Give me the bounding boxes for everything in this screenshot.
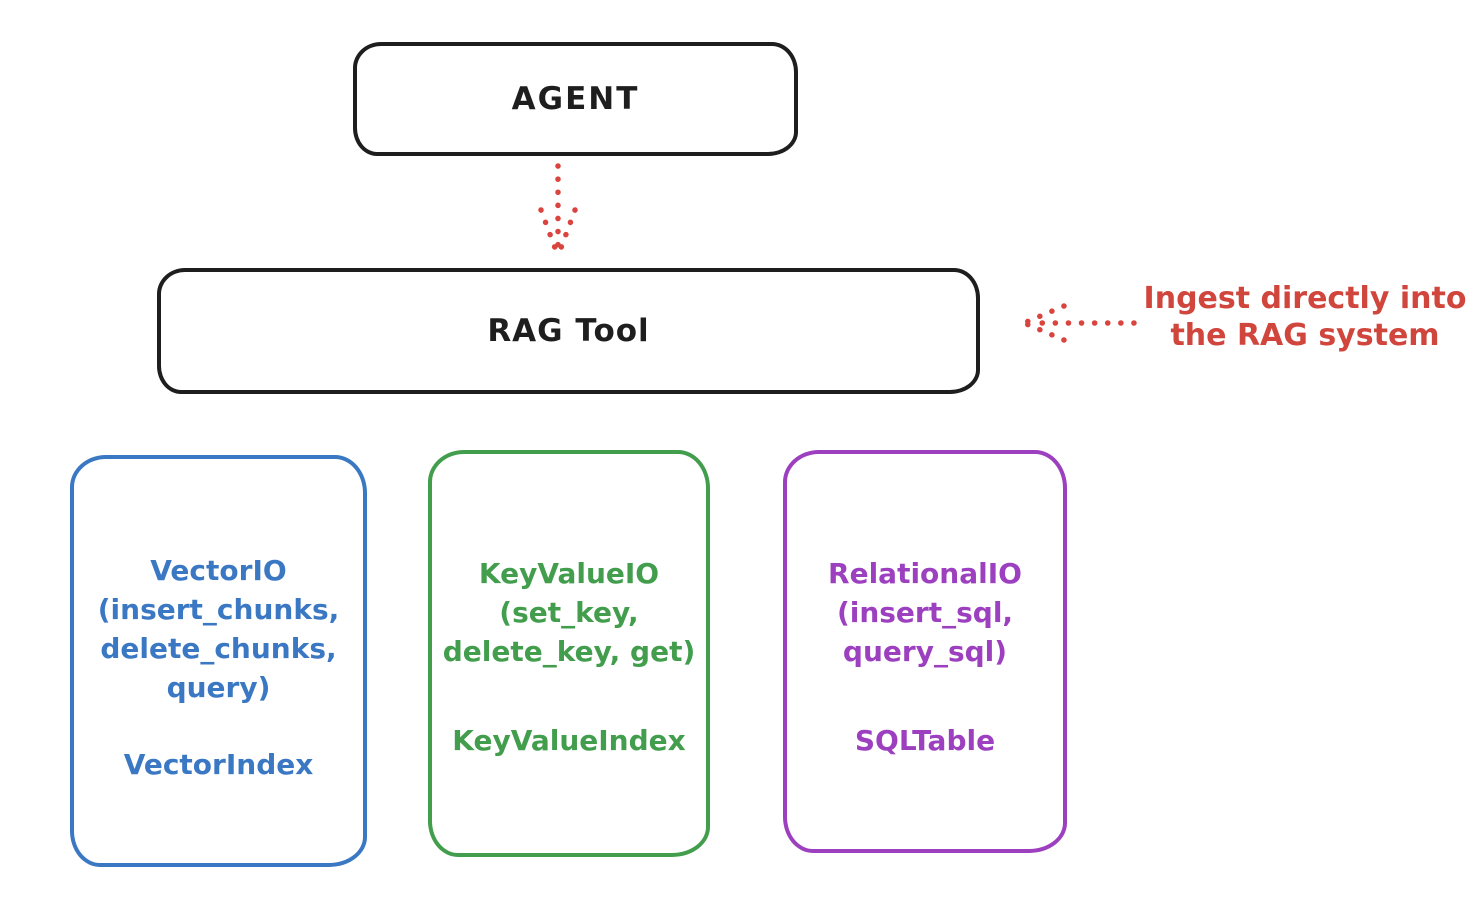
relational-io-card: RelationalIO (insert_sql, query_sql) SQL… [783, 450, 1067, 853]
annotation-to-rag-arrow-icon [1021, 303, 1137, 343]
rag-tool-label: RAG Tool [487, 313, 650, 349]
agent-to-rag-arrow-icon [538, 163, 578, 259]
key-value-index-label: KeyValueIndex [452, 724, 686, 757]
rag-tool-box: RAG Tool [157, 268, 980, 394]
vector-index-label: VectorIndex [123, 748, 314, 781]
sql-table-label: SQLTable [854, 724, 996, 757]
key-value-io-card: KeyValueIO (set_key, delete_key, get) Ke… [428, 450, 710, 857]
ingest-annotation: Ingest directly into the RAG system [1143, 281, 1467, 353]
vector-io-title: VectorIO (insert_chunks, delete_chunks, … [97, 554, 340, 704]
vector-io-card: VectorIO (insert_chunks, delete_chunks, … [70, 455, 367, 867]
agent-label: AGENT [511, 81, 640, 117]
key-value-io-title: KeyValueIO (set_key, delete_key, get) [442, 557, 696, 668]
relational-io-title: RelationalIO (insert_sql, query_sql) [828, 557, 1022, 668]
agent-box: AGENT [353, 42, 798, 156]
